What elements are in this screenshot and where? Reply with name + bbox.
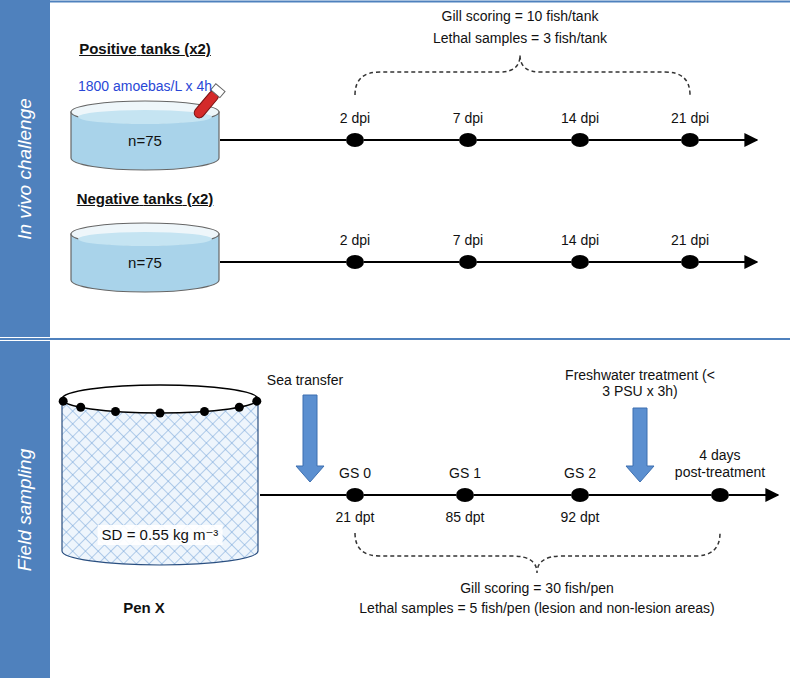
timepoint-label: GS 0 bbox=[339, 465, 371, 481]
bracket-note: Lethal samples = 5 fish/pen (lesion and … bbox=[359, 600, 714, 616]
dose-note: 1800 amoebas/L x 4h bbox=[78, 78, 212, 94]
dashed-bracket bbox=[355, 533, 720, 573]
section-title: Field sampling bbox=[14, 448, 36, 571]
dashed-bracket bbox=[355, 55, 690, 95]
tank-heading: Positive tanks (x2) bbox=[79, 40, 211, 57]
timepoint-label: 7 dpi bbox=[453, 110, 483, 126]
timeline-segment bbox=[589, 139, 681, 141]
timepoint-label: 14 dpi bbox=[561, 232, 599, 248]
timeline-segment bbox=[364, 139, 459, 141]
timeline-segment bbox=[477, 139, 571, 141]
timepoint-label: 2 dpi bbox=[340, 232, 370, 248]
timeline-segment bbox=[220, 261, 346, 263]
pen-drawing bbox=[60, 385, 260, 585]
timepoint-dot: 2 dpi bbox=[346, 133, 364, 147]
timepoint-label: 4 days post-treatment bbox=[666, 447, 774, 481]
event-label: Sea transfer bbox=[267, 372, 343, 388]
tank-heading: Negative tanks (x2) bbox=[77, 190, 214, 207]
timeline-arrow bbox=[699, 261, 757, 263]
timeline-arrow bbox=[729, 494, 778, 496]
timepoint-dot: 2 dpi bbox=[346, 255, 364, 269]
timepoint-dot: GS 185 dpt bbox=[456, 488, 474, 502]
timepoint-label: 7 dpi bbox=[453, 232, 483, 248]
timepoint-dot: GS 021 dpt bbox=[346, 488, 364, 502]
bracket-note: Gill scoring = 10 fish/tank bbox=[442, 8, 599, 24]
timeline-segment bbox=[477, 261, 571, 263]
timepoint-label: 21 dpt bbox=[336, 509, 375, 525]
timeline-segment bbox=[589, 494, 711, 496]
timepoint-dot: 7 dpi bbox=[459, 255, 477, 269]
timeline-segment bbox=[260, 494, 346, 496]
panel-rule bbox=[50, 1, 790, 3]
net-pen: SD = 0.55 kg m⁻³Pen X bbox=[60, 385, 260, 585]
timeline-segment bbox=[474, 494, 571, 496]
timepoint-label: 21 dpi bbox=[671, 110, 709, 126]
bracket-note: Lethal samples = 3 fish/tank bbox=[433, 30, 607, 46]
timepoint-dot: 14 dpi bbox=[571, 255, 589, 269]
timepoint-label: GS 1 bbox=[449, 465, 481, 481]
bracket-note: Gill scoring = 30 fish/pen bbox=[460, 580, 614, 596]
timepoint-label: 85 dpt bbox=[446, 509, 485, 525]
count-label: n=75 bbox=[128, 254, 162, 271]
timepoint-dot: GS 292 dpt bbox=[571, 488, 589, 502]
timepoint-label: 14 dpi bbox=[561, 110, 599, 126]
timepoint-dot: 4 days post-treatment bbox=[711, 488, 729, 502]
block-arrow bbox=[296, 395, 324, 482]
section-band: In vivo challenge bbox=[0, 0, 50, 337]
count-label: n=75 bbox=[128, 132, 162, 149]
tank-cylinder: Negative tanks (x2)n=75 bbox=[70, 222, 220, 292]
density-label: SD = 0.55 kg m⁻³ bbox=[98, 525, 223, 545]
timepoint-label: GS 2 bbox=[564, 465, 596, 481]
timeline-arrow bbox=[699, 139, 757, 141]
timeline-segment bbox=[220, 139, 346, 141]
timepoint-dot: 14 dpi bbox=[571, 133, 589, 147]
tank-cylinder: Positive tanks (x2)n=75 bbox=[70, 100, 220, 170]
block-arrow bbox=[626, 408, 654, 482]
section-band: Field sampling bbox=[0, 341, 50, 678]
timepoint-label: 2 dpi bbox=[340, 110, 370, 126]
timepoint-label: 21 dpi bbox=[671, 232, 709, 248]
timepoint-dot: 21 dpi bbox=[681, 255, 699, 269]
pen-name: Pen X bbox=[123, 599, 165, 616]
timepoint-dot: 21 dpi bbox=[681, 133, 699, 147]
timeline-segment bbox=[589, 261, 681, 263]
timeline-segment bbox=[364, 261, 459, 263]
event-label: Freshwater treatment (< 3 PSU x 3h) bbox=[560, 367, 720, 399]
panel-rule bbox=[0, 338, 790, 340]
timepoint-label: 92 dpt bbox=[561, 509, 600, 525]
timeline-segment bbox=[364, 494, 456, 496]
section-title: In vivo challenge bbox=[14, 98, 36, 240]
timepoint-dot: 7 dpi bbox=[459, 133, 477, 147]
